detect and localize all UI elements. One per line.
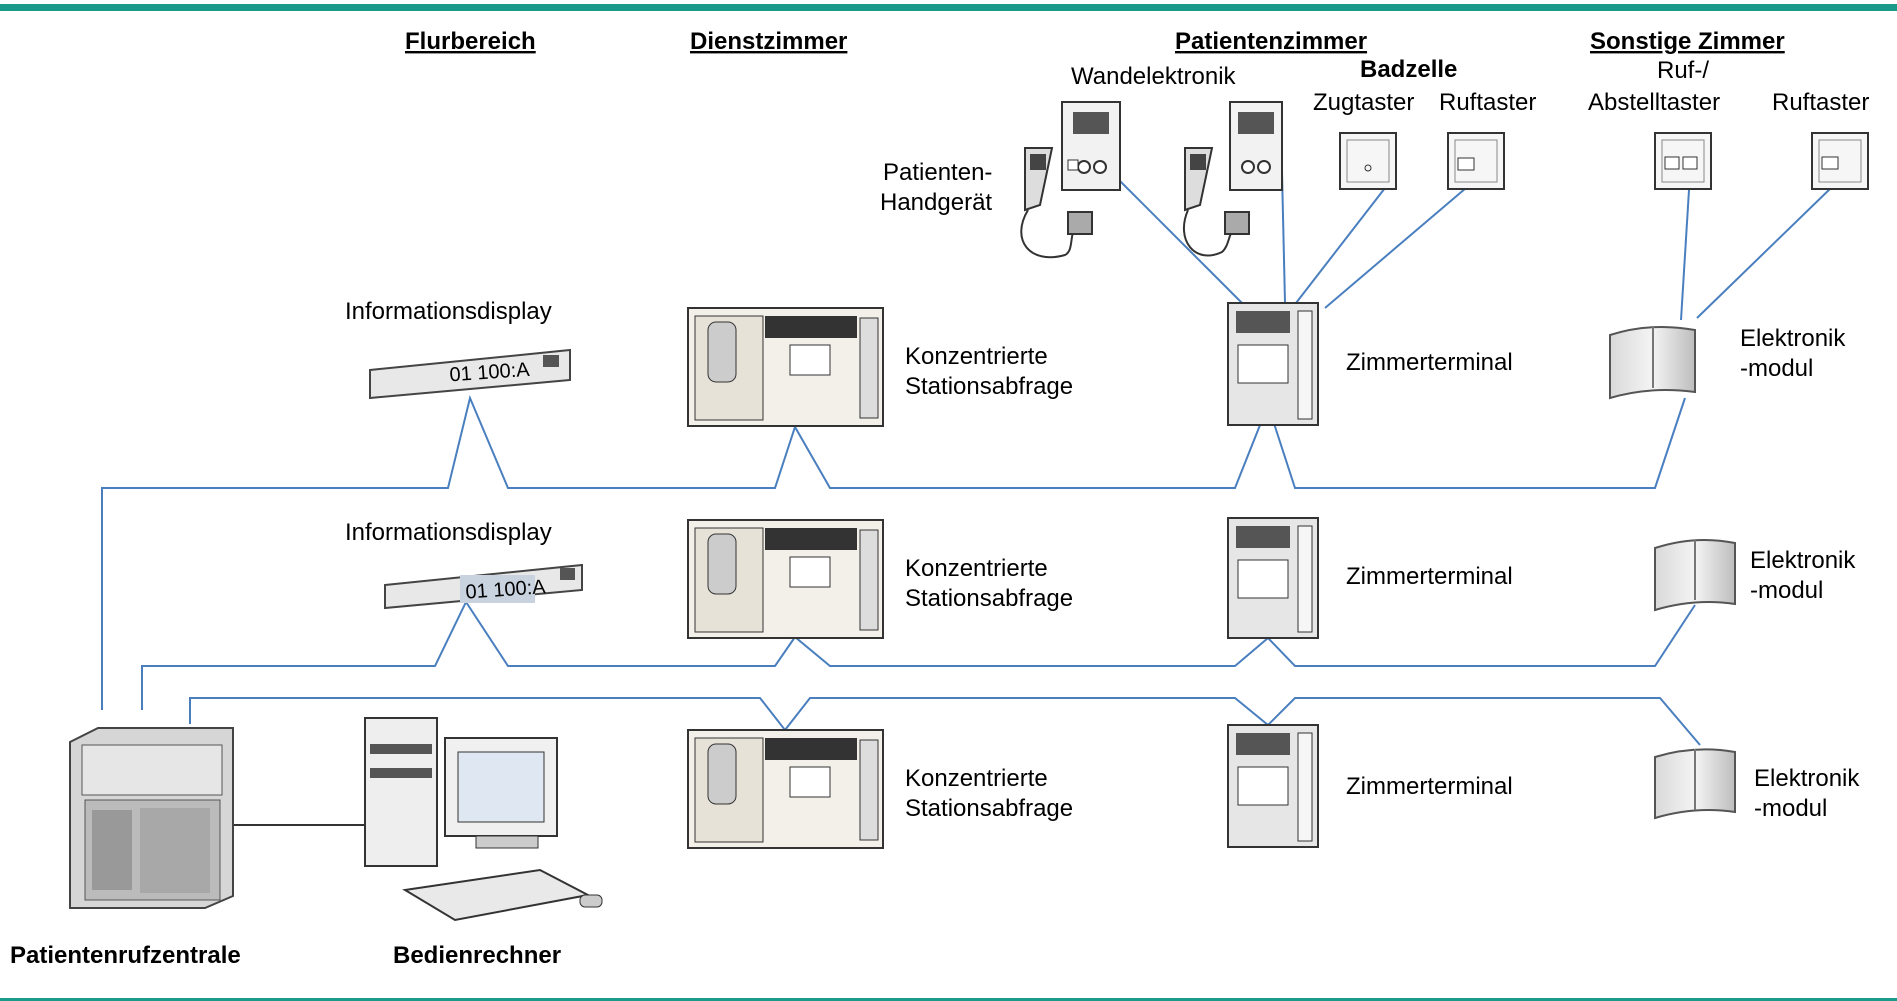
- label-room-terminal-1: Zimmerterminal: [1346, 349, 1513, 376]
- patient-handset-2: [1182, 147, 1250, 257]
- label-operator-pc: Bedienrechner: [393, 942, 561, 969]
- label-electronic-module-3a: Elektronik: [1754, 765, 1860, 792]
- room-terminal-2: [1227, 517, 1319, 639]
- label-electronic-module-3b: -modul: [1754, 795, 1827, 822]
- header-other-rooms: Sonstige Zimmer: [1590, 28, 1785, 55]
- patient-call-central-unit: [69, 727, 234, 909]
- label-station-query-1a: Konzentrierte: [905, 343, 1048, 370]
- label-central-unit: Patientenrufzentrale: [10, 942, 241, 969]
- top-rule: [0, 4, 1897, 11]
- station-console-2: [687, 519, 884, 639]
- label-electronic-module-1a: Elektronik: [1740, 325, 1846, 352]
- label-info-display-1: Informationsdisplay: [345, 298, 552, 325]
- header-staff-room: Dienstzimmer: [690, 28, 847, 55]
- label-pull-switch: Zugtaster: [1313, 89, 1414, 116]
- info-display-1: 01 100:A: [369, 348, 571, 400]
- label-electronic-module-2a: Elektronik: [1750, 547, 1856, 574]
- label-room-terminal-3: Zimmerterminal: [1346, 773, 1513, 800]
- label-electronic-module-2b: -modul: [1750, 577, 1823, 604]
- info-display-2: 01 100:A: [384, 563, 583, 610]
- wall-electronics-2: [1229, 101, 1283, 191]
- call-cancel-button-device: [1654, 132, 1712, 190]
- label-station-query-3b: Stationsabfrage: [905, 795, 1073, 822]
- electronic-module-1: [1609, 325, 1696, 400]
- station-console-1: [687, 307, 884, 427]
- connector-lines: [101, 171, 1834, 826]
- label-handset-1: Patienten-: [883, 159, 992, 186]
- label-station-query-1b: Stationsabfrage: [905, 373, 1073, 400]
- pull-switch-device: [1339, 132, 1397, 190]
- label-call-cancel-1: Ruf-/: [1657, 57, 1709, 84]
- patient-handset-1: [1020, 147, 1093, 259]
- electronic-module-3: [1654, 748, 1736, 820]
- header-bathroom: Badzelle: [1360, 56, 1457, 83]
- label-call-cancel-2: Abstelltaster: [1588, 89, 1720, 116]
- bath-call-button-device: [1447, 132, 1505, 190]
- room-terminal-3: [1227, 724, 1319, 848]
- label-info-display-2: Informationsdisplay: [345, 519, 552, 546]
- bottom-rule: [0, 998, 1897, 1001]
- label-call-button-2: Ruftaster: [1772, 89, 1869, 116]
- label-station-query-2a: Konzentrierte: [905, 555, 1048, 582]
- operator-pc: [364, 717, 603, 922]
- other-call-button-device: [1811, 132, 1869, 190]
- room-terminal-1: [1227, 302, 1319, 426]
- label-station-query-3a: Konzentrierte: [905, 765, 1048, 792]
- station-console-3: [687, 729, 884, 849]
- electronic-module-2: [1654, 538, 1736, 612]
- label-wall-electronics: Wandelektronik: [1071, 63, 1237, 90]
- wall-electronics-1: [1061, 101, 1121, 191]
- header-patient-room: Patientenzimmer: [1175, 28, 1367, 55]
- label-room-terminal-2: Zimmerterminal: [1346, 563, 1513, 590]
- header-hallway: Flurbereich: [405, 28, 536, 55]
- label-station-query-2b: Stationsabfrage: [905, 585, 1073, 612]
- label-handset-2: Handgerät: [880, 189, 992, 216]
- label-call-button: Ruftaster: [1439, 89, 1536, 116]
- label-electronic-module-1b: -modul: [1740, 355, 1813, 382]
